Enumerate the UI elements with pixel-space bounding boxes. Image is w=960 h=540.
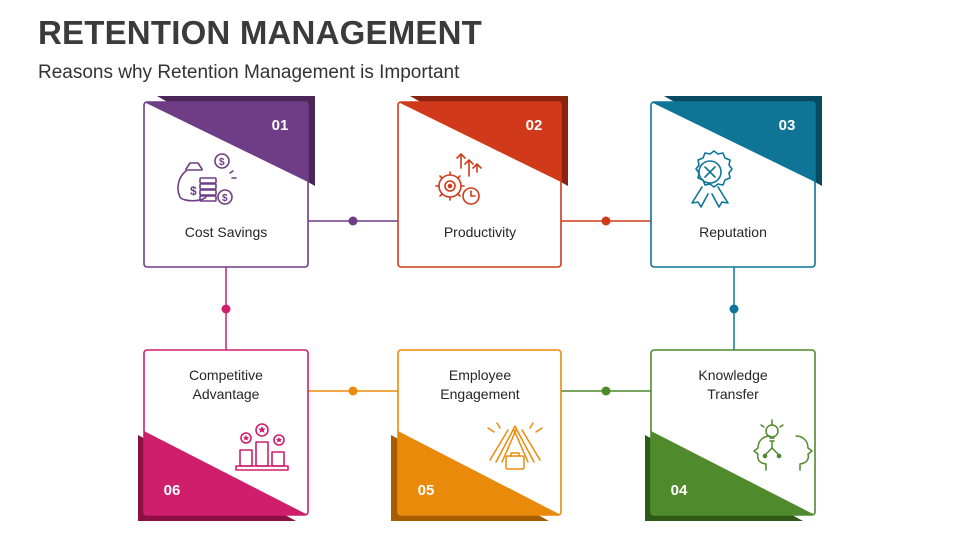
card-label-line: Advantage [193, 386, 260, 402]
card-corner-banner [651, 102, 815, 182]
connector-01-02 [308, 216, 398, 226]
award-badge-icon [691, 150, 733, 208]
card-label-line: Engagement [440, 386, 520, 402]
gears-growth-arrows-icon [435, 153, 482, 205]
connector-03-04 [729, 267, 739, 350]
card-number: 04 [671, 482, 688, 499]
svg-text:$: $ [190, 184, 197, 198]
svg-text:$: $ [222, 193, 228, 204]
card-label-line: Productivity [444, 224, 516, 240]
card-label-line: Knowledge [698, 367, 767, 383]
connector-04-05 [561, 386, 651, 396]
card-number: 03 [779, 117, 796, 134]
connectors [221, 216, 739, 396]
card-01: 01 Cost Savings $ $ $ [143, 96, 315, 268]
slide-subtitle: Reasons why Retention Management is Impo… [38, 62, 460, 83]
money-bag-coins-icon: $ $ $ [177, 153, 237, 205]
card-label-line: Transfer [707, 386, 759, 402]
knowledge-heads-bulb-icon [753, 419, 813, 471]
card-corner-banner [398, 431, 561, 515]
card-corner-banner [144, 102, 308, 182]
podium-stars-icon [235, 423, 289, 471]
card-number: 06 [164, 482, 181, 499]
card-06: 06 Competitive Advantage [138, 349, 309, 521]
card-04: 04 Knowledge Transfer [645, 349, 816, 521]
card-03: 03 Reputation [650, 96, 822, 268]
card-corner-banner [144, 431, 308, 515]
card-label-line: Cost Savings [185, 224, 267, 240]
card-05: 05 Employee Engagement [391, 349, 562, 521]
card-corner-banner [651, 431, 815, 515]
slide-title: RETENTION MANAGEMENT [38, 14, 482, 51]
card-number: 01 [272, 117, 289, 134]
connector-05-06 [308, 386, 398, 396]
card-label-line: Reputation [699, 224, 767, 240]
card-number: 02 [526, 117, 543, 134]
connector-02-03 [561, 216, 651, 226]
svg-text:$: $ [219, 157, 225, 168]
card-label-line: Employee [449, 367, 511, 383]
card-number: 05 [418, 482, 435, 499]
team-hands-briefcase-icon [487, 422, 543, 470]
card-label-line: Competitive [189, 367, 263, 383]
card-corner-banner [398, 102, 561, 182]
connector-06-01 [221, 267, 231, 350]
card-02: 02 Productivity [397, 96, 568, 268]
